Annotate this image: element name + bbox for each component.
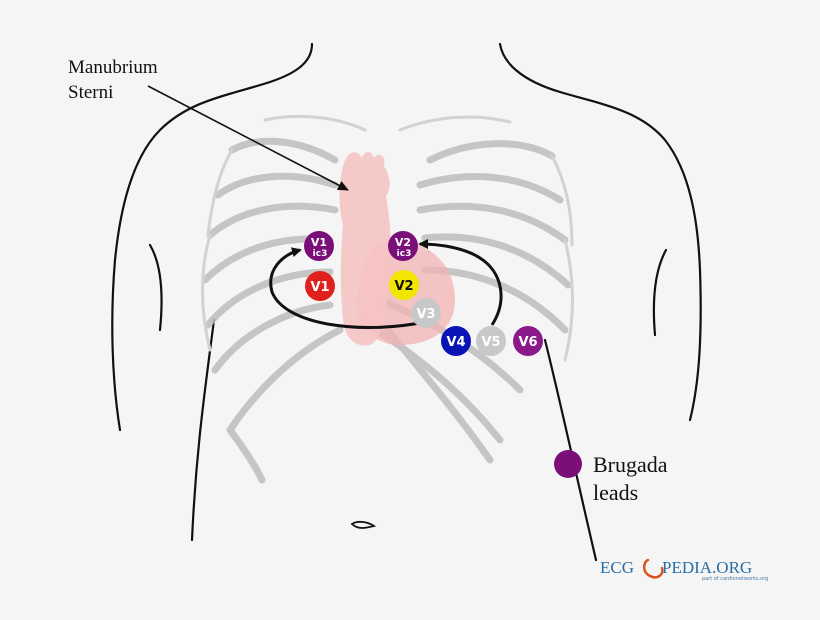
left-arm-line [111,258,122,432]
lead-v2: V2 [389,270,419,300]
annotation-arrow [147,85,349,191]
logo-heart-swirl-icon [642,558,664,579]
lead-v2-ic3-sub: ic3 [397,249,412,259]
ribcage-fine [201,114,574,362]
right-side-line [543,338,598,562]
legend-swatch [554,450,582,478]
lead-v1: V1 [305,271,335,301]
ribcage [201,137,572,484]
annotation-label-line2: Sterni [68,82,113,103]
logo-text-left: ECG [600,558,634,577]
lead-v3: V3 [411,298,441,328]
annotation-label-line1: Manubrium [68,57,158,78]
body-outline [111,42,702,562]
sternum-shape [339,152,391,346]
lead-v5: V5 [476,326,506,356]
arrow-v1-to-v1ic3 [269,247,426,330]
lead-v2-label: V2 [394,279,413,294]
lead-v6: V6 [513,326,543,356]
logo-text-right: PEDIA.ORG [662,558,752,577]
left-side-line [190,318,216,542]
legend-label-line1: Brugada [593,452,668,477]
arrow-v2-to-v2ic3 [418,239,503,326]
legend: Brugada leads [554,450,668,505]
left-shoulder-line [148,243,163,332]
lead-v2-ic3-main: V2 [395,236,411,249]
right-arm-line [688,268,702,422]
lead-v6-label: V6 [518,335,537,350]
lead-v1-ic3: V1 ic3 [304,231,334,261]
ecgpedia-logo: ECG PEDIA.ORG part of cardionetworks.org [600,558,768,582]
lead-v1-ic3-dot [304,231,334,261]
navel [350,520,377,529]
lead-v4-dot [441,326,471,356]
lead-v4: V4 [441,326,471,356]
right-shoulder-line [652,248,668,337]
lead-v5-dot [476,326,506,356]
lead-v5-label: V5 [481,335,500,350]
lead-v1-dot [305,271,335,301]
legend-label-line2: leads [593,480,638,505]
neck-right-line [498,42,702,272]
lead-v2-ic3: V2 ic3 [388,231,418,261]
lead-v6-dot [513,326,543,356]
lead-v2-ic3-dot [388,231,418,261]
lead-v3-label: V3 [416,307,435,322]
lead-v3-dot [411,298,441,328]
lead-v2-dot [389,270,419,300]
lead-v1-ic3-sub: ic3 [313,249,328,259]
lead-v1-ic3-main: V1 [311,236,327,249]
logo-tagline: part of cardionetworks.org [702,576,768,582]
lead-v4-label: V4 [446,335,465,350]
neck-left-line [113,42,314,262]
lead-v1-label: V1 [310,280,329,295]
